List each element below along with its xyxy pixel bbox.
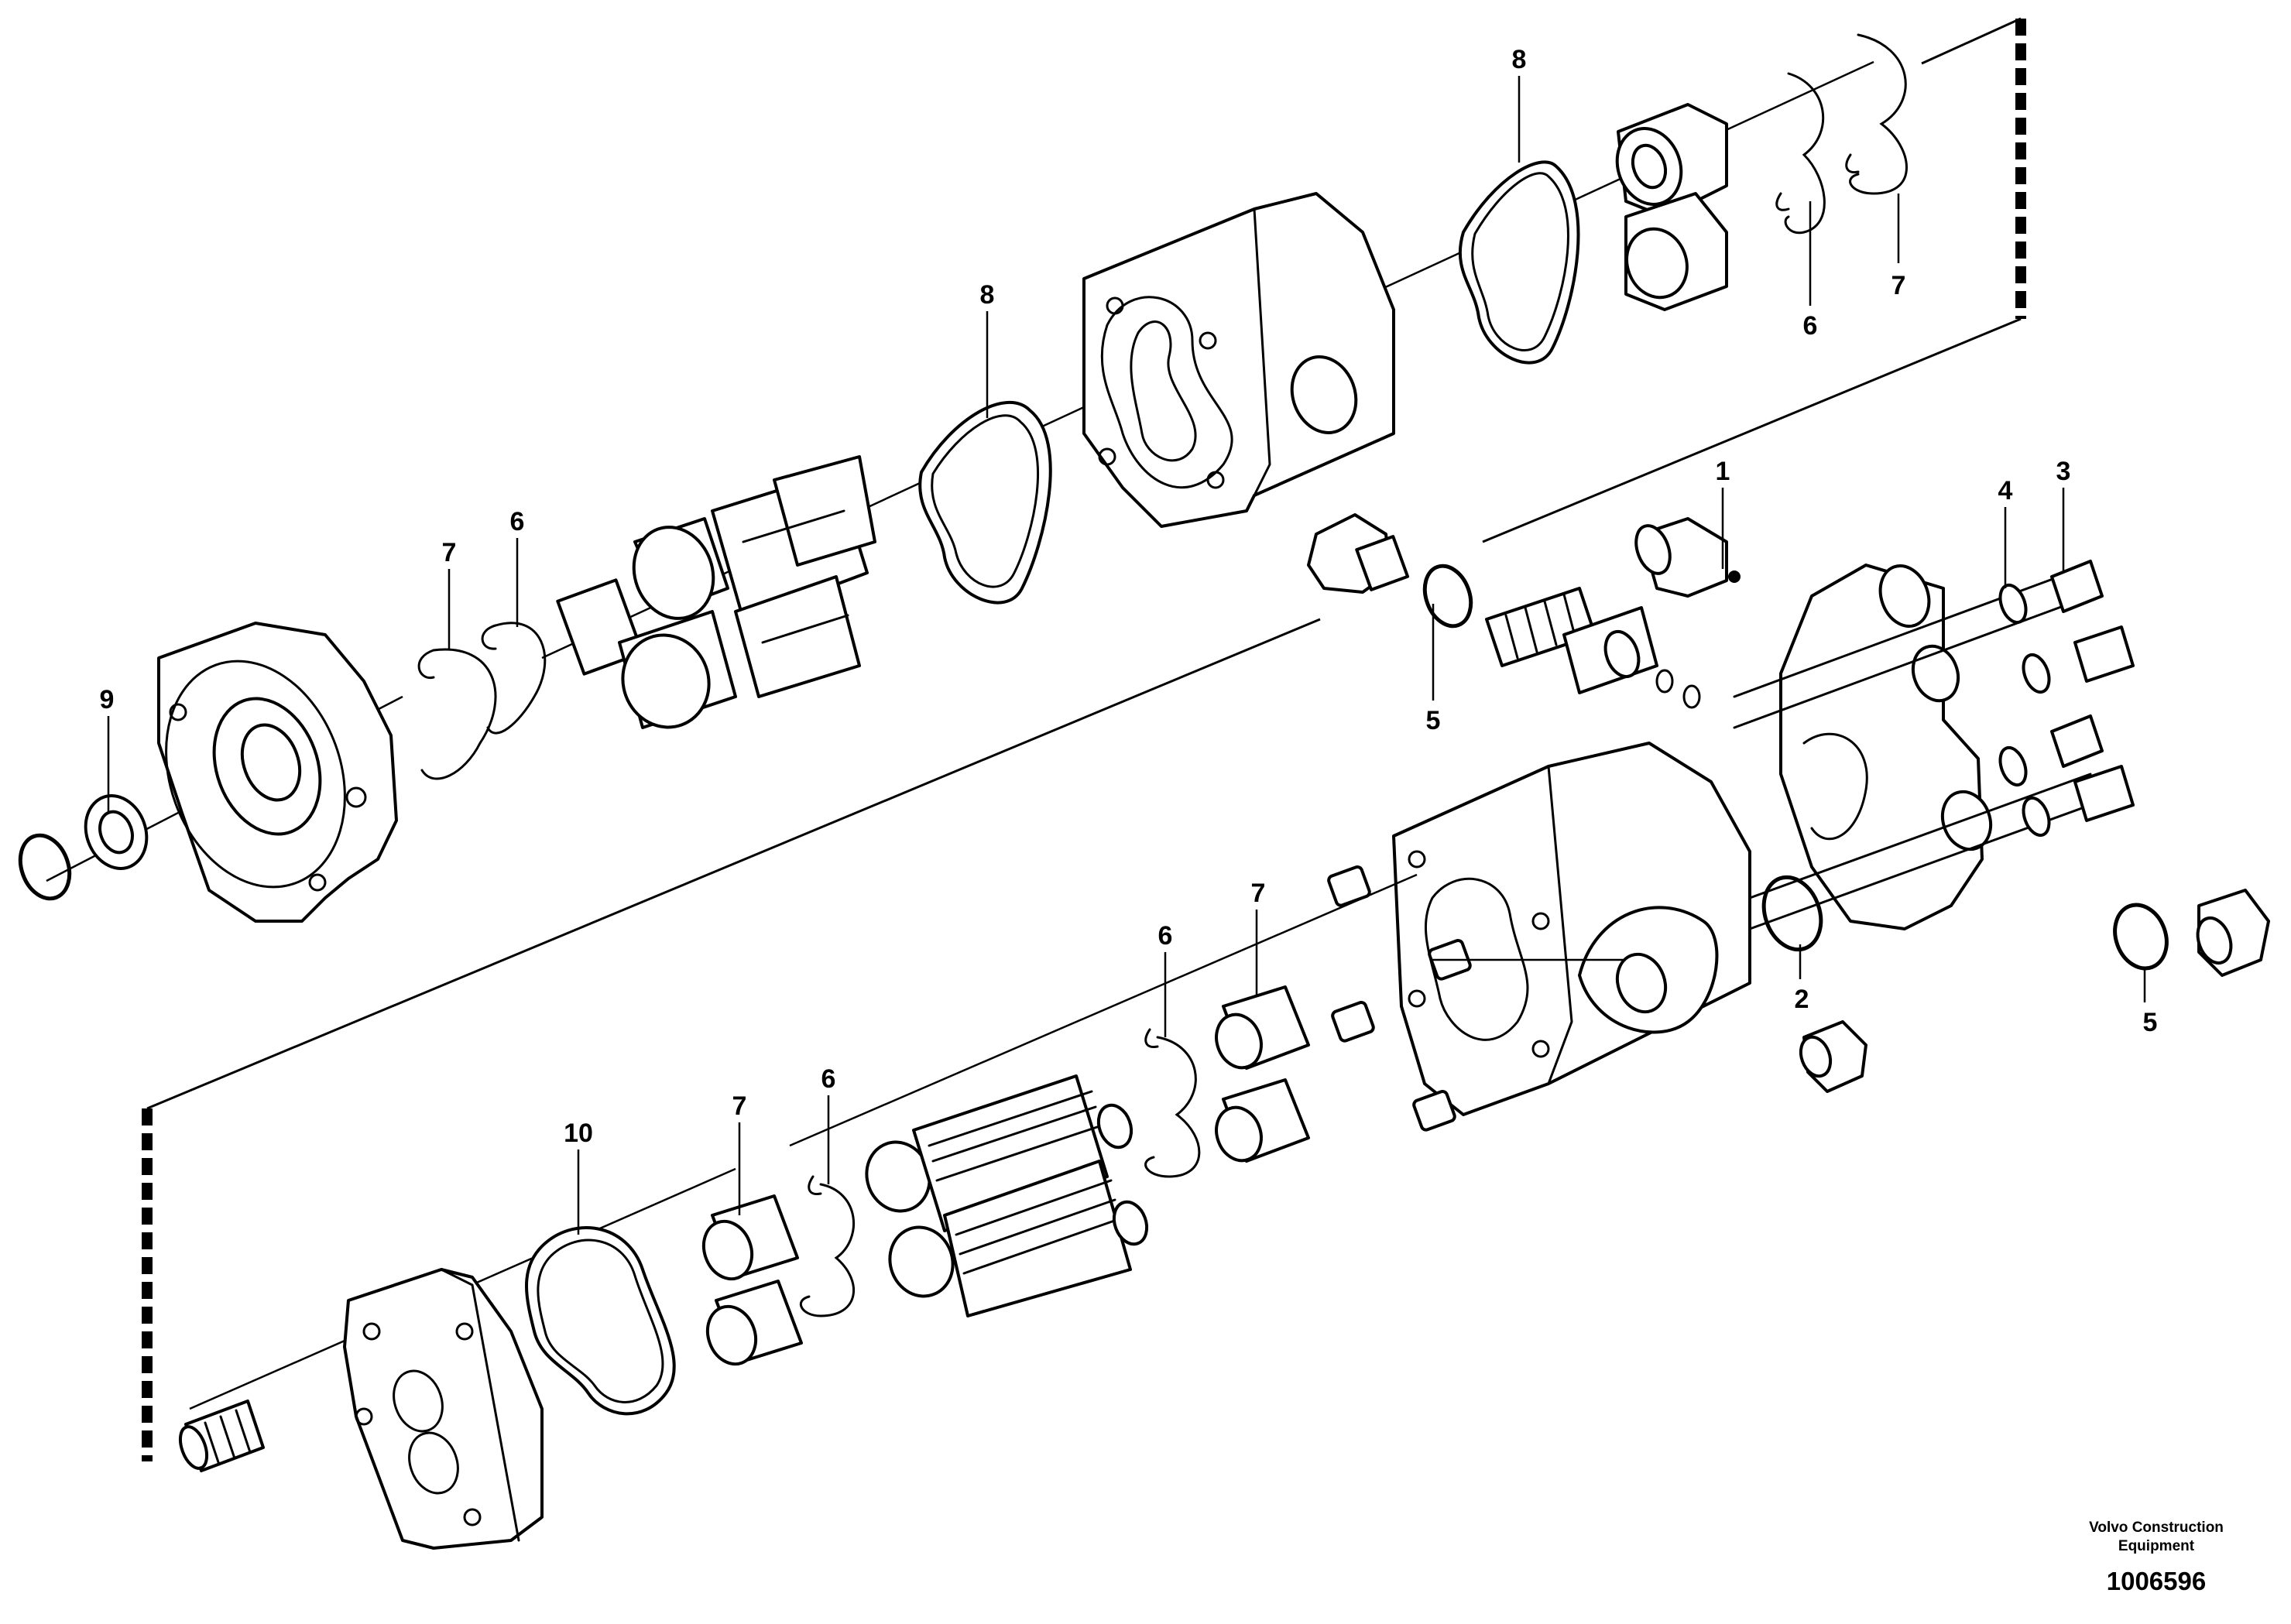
callout-5: 5 — [2143, 1008, 2158, 1037]
callout-7: 7 — [732, 1091, 747, 1121]
callout-7: 7 — [1891, 271, 1906, 300]
tie-bolts — [1733, 560, 2135, 930]
dowel-pins — [1327, 865, 1472, 1132]
lower-bushings-left — [701, 1194, 803, 1366]
callout-2: 2 — [1795, 985, 1809, 1014]
spline-coupling — [178, 1400, 265, 1472]
callout-4: 4 — [1998, 476, 2013, 505]
part-10-gasket — [525, 1226, 676, 1416]
section-frame — [142, 17, 2026, 1461]
callout-8: 8 — [1512, 45, 1527, 74]
rear-cover — [343, 1268, 544, 1550]
lower-pump-body — [1392, 742, 1751, 1116]
callout-labels: 9 7 6 8 8 6 7 1 4 3 5 2 5 7 6 6 7 10 — [100, 45, 2158, 1148]
document-number: 1006596 — [2106, 1567, 2207, 1595]
upper-right-seals — [1775, 33, 1908, 235]
callout-9: 9 — [100, 685, 115, 714]
brand-caption: Volvo Construction Equipment — [2044, 1519, 2269, 1556]
lower-seals-left — [799, 1175, 856, 1317]
part-9-circlip — [18, 794, 149, 901]
callout-1: 1 — [1716, 457, 1730, 486]
upper-pump-body — [1082, 192, 1395, 528]
lower-bushings-right — [1215, 985, 1310, 1163]
lower-seals-right — [1144, 1028, 1201, 1178]
callout-6: 6 — [510, 507, 525, 536]
callout-10: 10 — [564, 1119, 593, 1148]
callout-3: 3 — [2056, 457, 2071, 486]
part-2-oring-plug — [1761, 875, 1867, 1093]
part-1-cartridge — [1634, 517, 1741, 598]
part-8-gasket-right — [1458, 160, 1580, 365]
front-flange — [157, 622, 398, 923]
callout-7: 7 — [1251, 879, 1266, 908]
lower-gear-set — [865, 1074, 1149, 1317]
callout-6: 6 — [1158, 921, 1173, 951]
callout-5: 5 — [1426, 706, 1441, 735]
part-8-gasket-upper — [918, 401, 1052, 605]
callout-8: 8 — [980, 280, 995, 310]
callout-6: 6 — [1803, 311, 1818, 341]
upper-gear-set — [556, 455, 876, 729]
leader-lines — [107, 76, 2146, 1235]
relief-valve-assembly — [1307, 513, 1701, 709]
upper-left-seals — [417, 622, 547, 780]
rear-housing — [1779, 564, 1993, 930]
brand-line-1: Volvo Construction — [2089, 1520, 2224, 1536]
upper-bushing-block — [1615, 103, 1728, 311]
callout-6: 6 — [821, 1064, 836, 1094]
brand-line-2: Equipment — [2118, 1538, 2195, 1554]
callout-7: 7 — [442, 538, 457, 567]
part-5-plug-right — [2113, 889, 2270, 977]
